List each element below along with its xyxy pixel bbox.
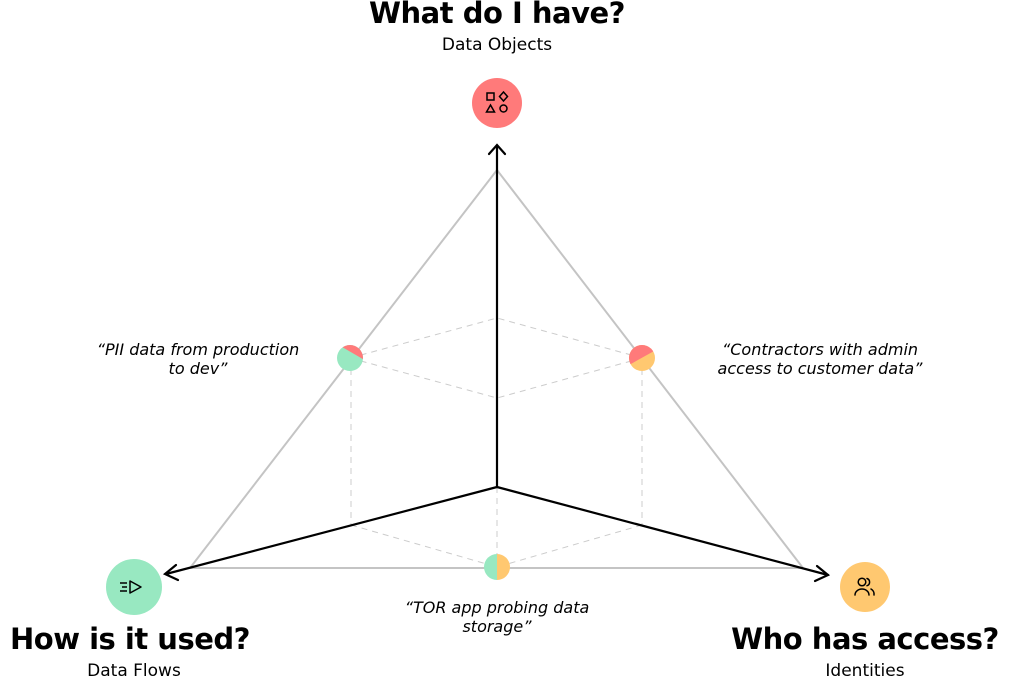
example-line: to dev” (168, 359, 228, 378)
identities-title: Who has access? (731, 622, 999, 656)
example-line: “PII data from production (96, 340, 300, 359)
flows-node (106, 559, 162, 615)
data-flow-icon (120, 580, 142, 594)
example-flows-identities: “TOR app probing data storage” (377, 598, 617, 636)
objects-subtitle: Data Objects (441, 35, 553, 55)
shapes-icon (485, 90, 509, 113)
users-icon (854, 577, 875, 596)
identities-node (840, 562, 890, 612)
example-line: access to customer data” (717, 359, 923, 378)
example-objects-flows: “PII data from production to dev” (78, 340, 318, 378)
flows-title: How is it used? (10, 622, 250, 656)
example-point-objects-identities (629, 345, 655, 371)
example-line: storage” (462, 617, 532, 636)
example-point-flows-identities (484, 554, 510, 580)
flows-subtitle: Data Flows (87, 661, 181, 681)
identities-subtitle: Identities (825, 661, 905, 681)
axes (162, 143, 831, 583)
example-line: “TOR app probing data (404, 598, 590, 617)
example-line: “Contractors with admin (721, 340, 919, 359)
example-point-objects-flows (337, 345, 363, 371)
objects-node (472, 78, 522, 128)
dashed-guides (349, 317, 643, 568)
example-objects-identities: “Contractors with admin access to custom… (690, 340, 950, 378)
objects-title: What do I have? (369, 0, 625, 30)
